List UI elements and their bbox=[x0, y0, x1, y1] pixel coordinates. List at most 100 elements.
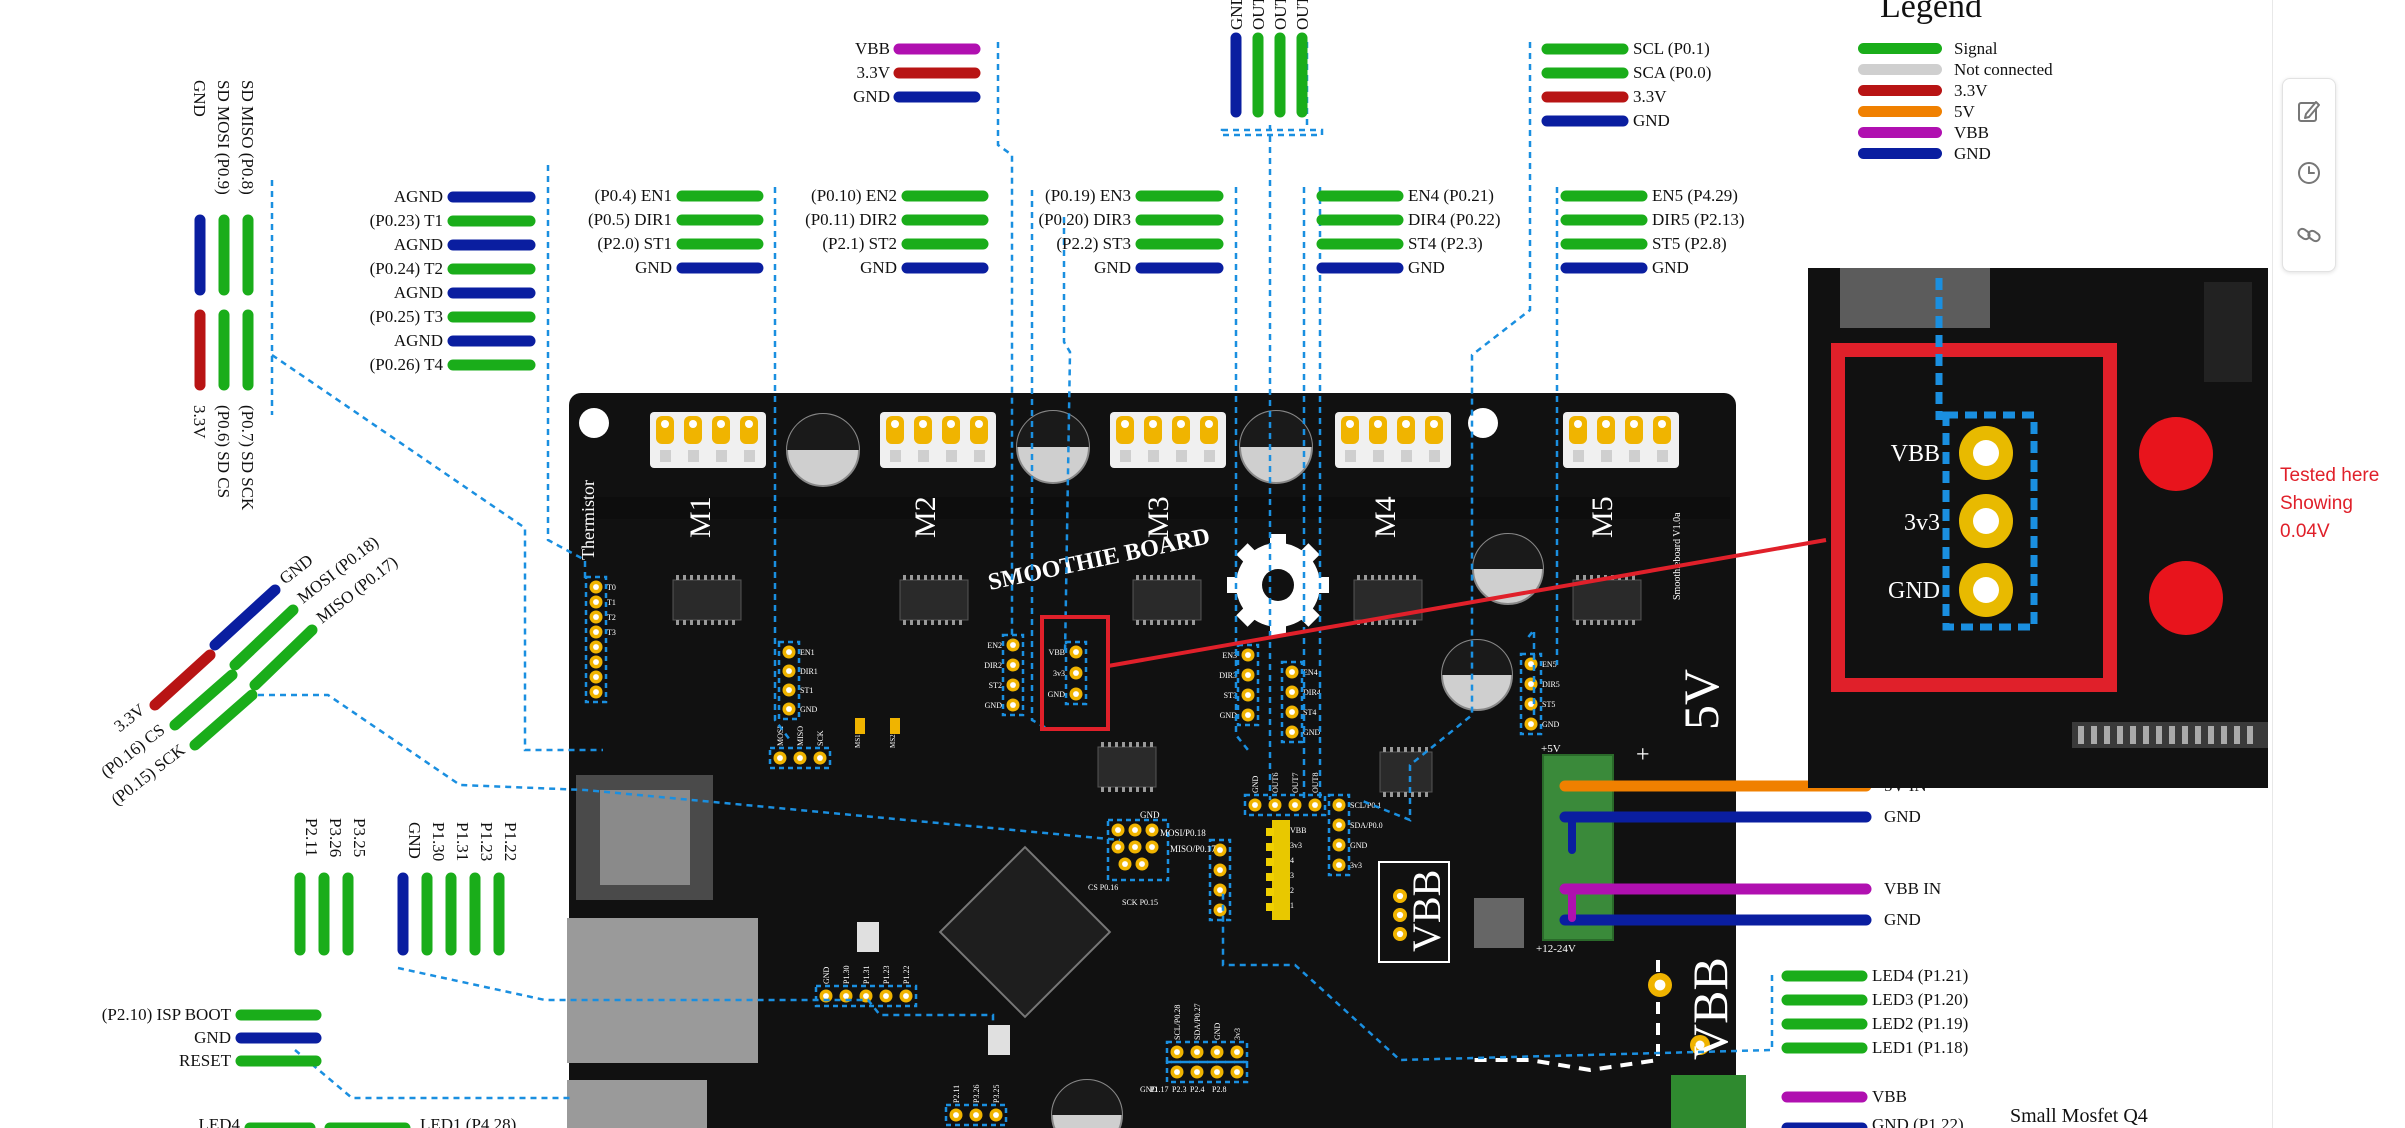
pin-label: P1.17 bbox=[1150, 1085, 1168, 1094]
chip-pin bbox=[676, 575, 679, 580]
chip-pin bbox=[924, 575, 927, 580]
motor-pin bbox=[914, 416, 932, 444]
motor-label: M3 bbox=[1142, 496, 1175, 538]
connector-label: SCL (P0.1) bbox=[1633, 39, 1710, 58]
zoom-header-pin bbox=[2078, 726, 2084, 744]
chip-pin bbox=[1632, 620, 1635, 625]
capacitor-mark bbox=[1473, 534, 1543, 569]
legend-item: Not connected bbox=[1858, 59, 2053, 80]
connector-label: VBB bbox=[855, 39, 890, 58]
edit-button[interactable] bbox=[2291, 93, 2327, 129]
chip bbox=[1132, 579, 1202, 621]
legend-swatch-not-connected bbox=[1858, 64, 1942, 75]
motor-pin bbox=[656, 416, 674, 444]
gear-tooth bbox=[1270, 534, 1286, 552]
link-button[interactable] bbox=[2291, 217, 2327, 253]
motor-label: M5 bbox=[1586, 496, 1619, 538]
chip-pin bbox=[1399, 575, 1402, 580]
5v-small-label: +5V bbox=[1541, 743, 1561, 755]
motor-pin-hole bbox=[661, 420, 669, 428]
connector-label: GND bbox=[1408, 258, 1445, 277]
legend-swatch-5v bbox=[1858, 106, 1942, 117]
motor-pin bbox=[1116, 416, 1134, 444]
connector-bar bbox=[189, 689, 258, 751]
connector-label: (P0.4) EN1 bbox=[595, 186, 672, 205]
header-pin-hole bbox=[1245, 652, 1251, 658]
header-pin-hole bbox=[1217, 847, 1223, 853]
pin-label: SDA/P0.27 bbox=[1193, 1003, 1202, 1040]
connector-label: ST4 (P2.3) bbox=[1408, 234, 1483, 253]
gear-tooth bbox=[1236, 602, 1261, 627]
pin-label: EN4 bbox=[1303, 668, 1318, 677]
legend-item: VBB bbox=[1858, 122, 2053, 143]
connector-label: EN4 (P0.21) bbox=[1408, 186, 1494, 205]
pin-label: P1.31 bbox=[862, 966, 871, 984]
connector-label: LED2 (P1.19) bbox=[1872, 1014, 1968, 1033]
connector-bar bbox=[249, 624, 318, 691]
chip-pin bbox=[1404, 747, 1407, 752]
chip-pin bbox=[924, 620, 927, 625]
pin-label: P1.30 bbox=[842, 966, 851, 984]
pin-label: ST1 bbox=[800, 686, 813, 695]
chip-pin bbox=[697, 575, 700, 580]
pin-label: ST4 bbox=[1303, 708, 1316, 717]
side-toolbar bbox=[2282, 78, 2336, 272]
legend-item: 3.3V bbox=[1858, 80, 2053, 101]
header-pin-hole bbox=[1194, 1049, 1200, 1055]
header-pin-hole bbox=[973, 1112, 979, 1118]
motor-pin-body bbox=[660, 450, 671, 462]
zoom-header-pin bbox=[2143, 726, 2149, 744]
zoom-header-pin bbox=[2130, 726, 2136, 744]
header-pin-hole bbox=[1122, 861, 1128, 867]
pin-label: GND bbox=[800, 705, 818, 714]
header-pin-hole bbox=[1336, 862, 1342, 868]
connector-label: LED1 (P4.28) bbox=[420, 1115, 516, 1128]
connector-label: OUT6 bbox=[1249, 0, 1268, 30]
chip bbox=[672, 579, 742, 621]
gear-tooth bbox=[1236, 543, 1261, 568]
led bbox=[1266, 858, 1274, 866]
chip-pin bbox=[1590, 620, 1593, 625]
motor-connector bbox=[1563, 412, 1679, 468]
chip-pin bbox=[1108, 787, 1111, 792]
header-pin-hole bbox=[1695, 1040, 1705, 1050]
header-pin-hole bbox=[1217, 887, 1223, 893]
chip-pin bbox=[1583, 575, 1586, 580]
header-pin-hole bbox=[1217, 907, 1223, 913]
chip-pin bbox=[917, 575, 920, 580]
gear-hole bbox=[1262, 569, 1294, 601]
motor-pin-hole bbox=[1574, 420, 1582, 428]
chip-pin bbox=[1625, 575, 1628, 580]
pin-label: DIR4 bbox=[1303, 688, 1321, 697]
history-button[interactable] bbox=[2291, 155, 2327, 191]
motor-connector bbox=[880, 412, 996, 468]
header-pin-hole bbox=[1654, 979, 1666, 991]
connector-label: AGND bbox=[394, 283, 443, 302]
chip-pin bbox=[711, 575, 714, 580]
chip-pin bbox=[1143, 742, 1146, 747]
test-pointer-line bbox=[1107, 538, 1827, 668]
connector-label: GND bbox=[1227, 0, 1246, 30]
header-pin-hole bbox=[1073, 670, 1079, 676]
vbb-box bbox=[1378, 861, 1450, 963]
header-pin-hole bbox=[786, 687, 792, 693]
chip-pin bbox=[903, 575, 906, 580]
pin-label: MOSI bbox=[776, 726, 785, 746]
annotation-line: Tested here bbox=[2280, 465, 2380, 486]
chip-pin bbox=[1583, 620, 1586, 625]
header-outline bbox=[1208, 838, 1232, 922]
pin-label: SCL/P0.28 bbox=[1173, 1005, 1182, 1040]
header-pin-hole bbox=[786, 668, 792, 674]
chip-pin bbox=[732, 620, 735, 625]
zoom-pad-hole bbox=[1973, 508, 1999, 534]
header-pin-hole bbox=[1312, 802, 1318, 808]
chip-pin bbox=[704, 620, 707, 625]
header-pin-hole bbox=[1234, 1069, 1240, 1075]
legend-title: Legend bbox=[1880, 0, 1982, 25]
guide-outline bbox=[1220, 128, 1324, 137]
header-pin-hole bbox=[843, 993, 849, 999]
board-name: Smoothieboard V1.0a bbox=[1672, 512, 1683, 600]
button-b bbox=[988, 1025, 1010, 1055]
connector-label: SD MISO (P0.8) bbox=[238, 80, 257, 195]
